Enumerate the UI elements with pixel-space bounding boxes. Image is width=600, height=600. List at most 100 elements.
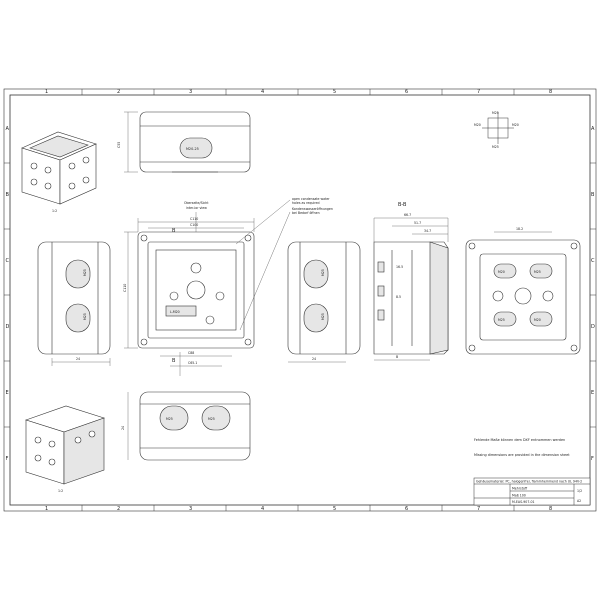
left-side-body (37, 241, 111, 355)
iso-knockout-6 (82, 156, 90, 164)
front-screw-br (244, 338, 252, 346)
front-hole-bottom (205, 315, 215, 325)
grid-row-f: F (6, 456, 9, 462)
title-material: Gehäusematerial: PC, halogenfrei, flammh… (476, 480, 582, 484)
section-dims (373, 217, 449, 361)
left-gland-label-2: M25 (83, 313, 87, 320)
grid-col-5-bottom: 5 (333, 506, 336, 512)
grid-col-6: 6 (405, 89, 408, 95)
sheet-border-inner (9, 94, 591, 506)
bottom-gland-label-1: M25 (166, 417, 173, 421)
callout-leaders (195, 199, 291, 331)
detail-label-top: M25 (492, 111, 499, 115)
dim-section-mid: 51.7 (414, 221, 421, 225)
title-block (473, 477, 591, 506)
right-side-body (287, 241, 361, 355)
callout-condensate-de-2: bei Bedarf öffnen (292, 211, 320, 215)
footnote-english: Missing dimensions are provided in the d… (474, 453, 570, 457)
iso-knockout-8 (82, 176, 90, 184)
front-screw-bl (140, 338, 148, 346)
right-side-gland-2 (303, 303, 329, 333)
dim-left-side-w: 24 (76, 357, 80, 361)
front-screw-tl (140, 234, 148, 242)
section-lid (429, 241, 449, 355)
callout-interior-de: Oberseite/Sicht (184, 201, 209, 205)
grid-col-5: 5 (333, 89, 336, 95)
right-side-gland-1 (303, 259, 329, 289)
iso-knockout-5 (68, 162, 76, 170)
grid-row-c: C (6, 258, 10, 264)
bottom-view-body (139, 391, 251, 461)
front-hole-center (186, 280, 206, 300)
front-hole-left (169, 291, 179, 301)
grid-col-2: 2 (117, 89, 120, 95)
callout-condensate-de: Kondenswasseröffnungen (292, 207, 333, 211)
section-gland-4 (529, 311, 553, 327)
section-gland-2 (529, 263, 553, 279)
iso-inner-cavity (29, 135, 89, 158)
title-drawing-no: M-EAS-907-01 (512, 500, 535, 504)
section-marker-top: B (172, 228, 176, 234)
bottom-gland-1 (159, 405, 189, 431)
grid-col-8: 8 (549, 89, 552, 95)
bottom-gland-2 (201, 405, 231, 431)
section-rib-3 (377, 309, 385, 321)
grid-ticks (4, 89, 596, 511)
section-hole-right (542, 290, 554, 302)
detail-label-right: M20 (512, 123, 519, 127)
front-plate-label: L-M20 (170, 310, 180, 314)
iso-bottom-scale: 1:2 (58, 489, 63, 493)
section-rib-2 (377, 285, 385, 297)
callout-interior-en: inter-ior view (186, 206, 207, 210)
iso-top-scale: 1:2 (52, 209, 57, 213)
grid-row-b-right: B (591, 192, 595, 198)
bottom-view (139, 391, 251, 461)
dim-front-height: C110 (123, 284, 127, 292)
right-gland-label-1: M25 (321, 269, 325, 276)
title-size: Maß 100 (512, 494, 526, 498)
section-marker-bottom: B (172, 358, 176, 364)
section-gland-label-4: M20 (534, 318, 541, 322)
isometric-view-open (21, 131, 97, 205)
section-gland-label-3: M25 (498, 318, 505, 322)
grid-row-c-right: C (591, 258, 595, 264)
grid-row-d-right: D (591, 324, 595, 330)
grid-row-f-right: F (591, 456, 594, 462)
dim-section-depth-bottom: B (396, 355, 398, 359)
dim-front-inner: C100 (190, 223, 198, 227)
dim-section-depth: 66.7 (404, 213, 411, 217)
section-gland-label-1: M20 (498, 270, 505, 274)
side-view-right (287, 241, 361, 355)
dim-front-bottom-2: C65.1 (188, 361, 197, 365)
footnote-german: Fehlende Maße können dem DXF entnommen w… (474, 438, 565, 442)
section-gland-1 (493, 263, 517, 279)
left-side-gland-2 (65, 303, 91, 333)
grid-col-7: 7 (477, 89, 480, 95)
section-gland-label-2: M25 (534, 270, 541, 274)
title-revision: A2 (577, 499, 581, 503)
front-hole-top (190, 262, 202, 274)
grid-col-6-bottom: 6 (405, 506, 408, 512)
section-label: B-B (398, 202, 407, 208)
grid-row-e-right: E (591, 390, 594, 396)
grid-col-4-bottom: 4 (261, 506, 264, 512)
section-view (373, 241, 449, 355)
top-view-gland-label: M20-25 (186, 147, 199, 151)
isometric-view-closed (25, 405, 105, 485)
iso-knockout-1 (30, 162, 38, 170)
top-view-gland (179, 137, 213, 159)
section-hole-center (514, 287, 532, 305)
gland-detail (482, 112, 514, 144)
callout-condensate-en: open condensate water (292, 197, 330, 201)
top-view (139, 111, 251, 173)
detail-label-left: M20 (474, 123, 481, 127)
grid-col-3-bottom: 3 (189, 506, 192, 512)
dim-bottom-side: 24 (121, 426, 125, 430)
title-name: Mehrstoff (512, 487, 528, 491)
bottom-gland-label-2: M25 (208, 417, 215, 421)
grid-row-a-right: A (591, 126, 595, 132)
front-screw-tr (244, 234, 252, 242)
top-view-dims (124, 111, 138, 173)
left-side-gland-1 (65, 259, 91, 289)
